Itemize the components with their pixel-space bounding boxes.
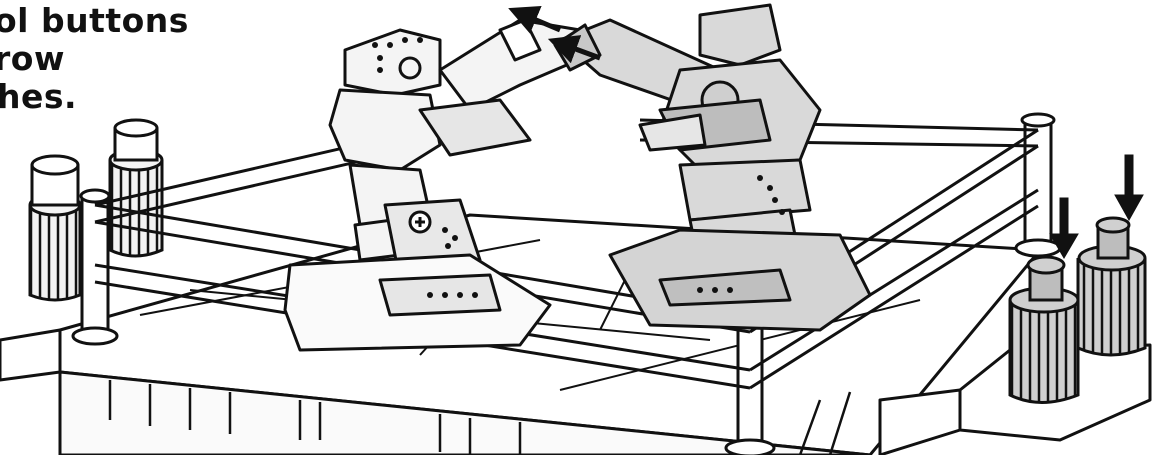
left-control-cylinders bbox=[28, 118, 164, 302]
caption-line-2: row bbox=[0, 39, 65, 78]
caption-line-1: ol buttons bbox=[0, 1, 189, 40]
right-control-cylinders bbox=[1008, 216, 1147, 404]
button-press-arrows bbox=[1049, 154, 1144, 259]
ring-base bbox=[0, 213, 1152, 455]
button-press-arrow-right bbox=[1114, 154, 1144, 222]
robot-right bbox=[553, 3, 872, 332]
arm-push-arrows bbox=[508, 5, 601, 64]
arm-push-arrow-lower bbox=[547, 35, 601, 64]
caption-line-3: hes. bbox=[0, 77, 78, 116]
robot-left bbox=[283, 18, 592, 352]
corner-posts bbox=[71, 112, 1062, 455]
arm-push-arrow-upper bbox=[508, 5, 561, 34]
instruction-caption: ol buttons row hes. bbox=[0, 2, 189, 116]
button-press-arrow-left bbox=[1049, 197, 1079, 259]
